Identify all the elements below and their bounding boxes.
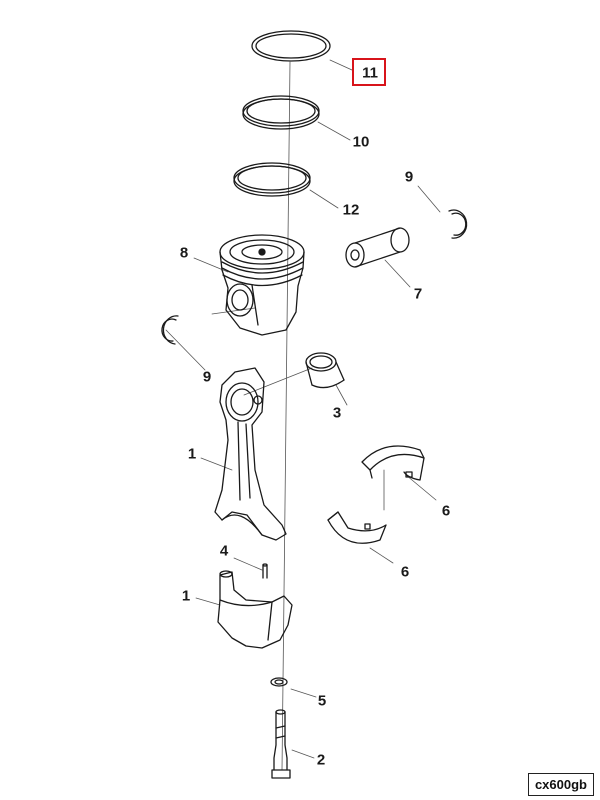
assembly-axis-line bbox=[281, 61, 291, 771]
callout-6-upper[interactable]: 6 bbox=[441, 502, 451, 520]
callout-2[interactable]: 2 bbox=[316, 751, 326, 769]
bearing-shell-lower bbox=[327, 511, 387, 544]
callout-4[interactable]: 4 bbox=[219, 542, 229, 560]
callout-7[interactable]: 7 bbox=[413, 285, 423, 303]
callout-1-rod[interactable]: 1 bbox=[187, 445, 197, 463]
leader-lines bbox=[165, 59, 441, 759]
callout-1-cap[interactable]: 1 bbox=[181, 587, 191, 605]
snap-ring-right bbox=[448, 209, 468, 239]
callout-10[interactable]: 10 bbox=[352, 133, 370, 151]
diagram-code-label: cx600gb bbox=[527, 773, 594, 796]
dowel-pin bbox=[262, 563, 268, 579]
snap-ring-left bbox=[161, 315, 179, 345]
piston-ring-top bbox=[251, 30, 331, 62]
callout-12[interactable]: 12 bbox=[342, 201, 360, 219]
callout-8[interactable]: 8 bbox=[179, 244, 189, 262]
connecting-rod-bolt bbox=[271, 709, 291, 779]
callout-3[interactable]: 3 bbox=[332, 404, 342, 422]
callout-11[interactable]: 11 bbox=[362, 64, 378, 82]
small-end-bushing bbox=[305, 352, 345, 389]
bearing-shell-upper bbox=[361, 445, 425, 481]
connecting-rod bbox=[214, 367, 287, 541]
piston bbox=[219, 234, 305, 336]
washer bbox=[270, 677, 288, 687]
callout-11-highlight-box bbox=[352, 58, 386, 86]
oil-control-ring bbox=[233, 162, 311, 197]
connecting-rod-cap bbox=[217, 570, 293, 649]
callout-6-lower[interactable]: 6 bbox=[400, 563, 410, 581]
callout-9-left[interactable]: 9 bbox=[202, 368, 212, 386]
piston-ring-second bbox=[242, 95, 320, 130]
piston-pin bbox=[345, 227, 410, 268]
callout-5[interactable]: 5 bbox=[317, 692, 327, 710]
callout-9-right[interactable]: 9 bbox=[404, 168, 414, 186]
